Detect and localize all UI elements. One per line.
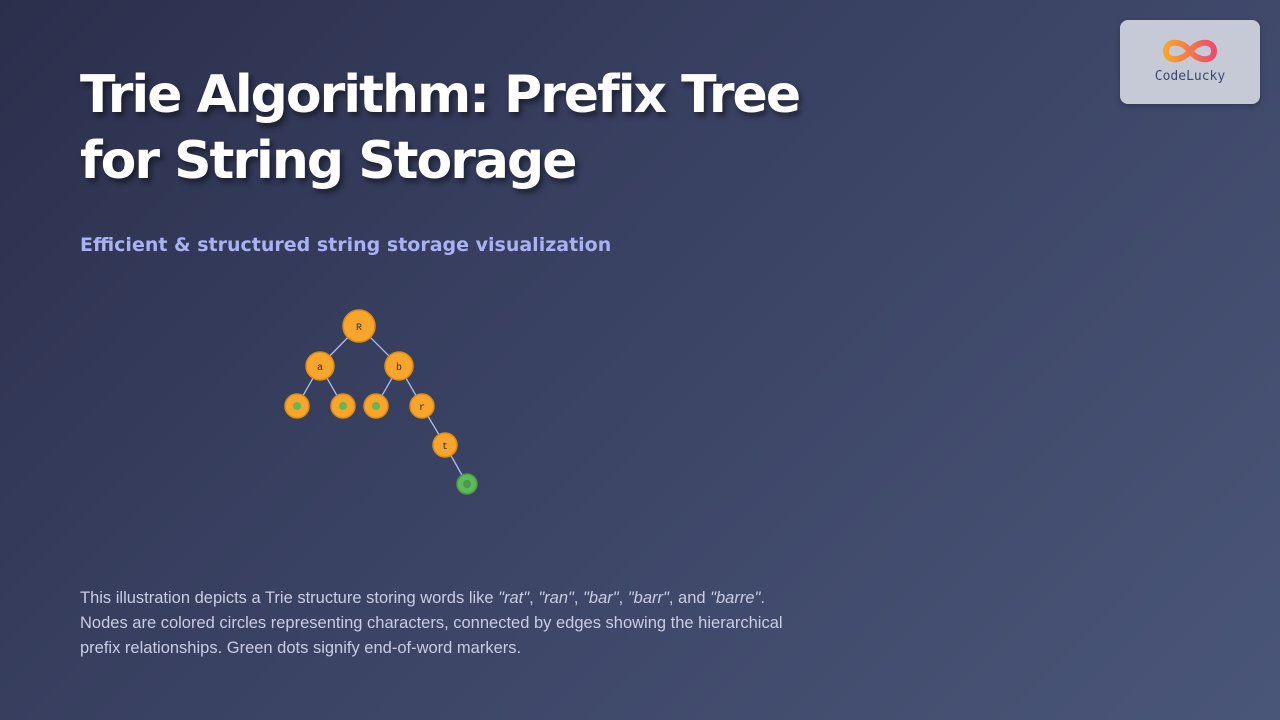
- word-barre: "barre": [710, 589, 761, 607]
- separator: ,: [529, 589, 539, 607]
- end-marker-dot: [293, 402, 301, 410]
- logo-card[interactable]: CodeLucky: [1120, 20, 1260, 104]
- end-marker-dot: [339, 402, 347, 410]
- separator: , and: [668, 589, 711, 607]
- node-label-r: r: [419, 403, 425, 414]
- description-text: This illustration depicts a Trie structu…: [80, 586, 800, 661]
- separator: ,: [618, 589, 628, 607]
- page-title: Trie Algorithm: Prefix Tree for String S…: [80, 65, 801, 191]
- trie-node-r: r: [409, 393, 435, 419]
- trie-diagram: R a b r t: [284, 309, 478, 495]
- trie-node-b: b: [384, 351, 414, 381]
- logo-text: CodeLucky: [1154, 69, 1226, 84]
- trie-node-end-4: [456, 473, 478, 495]
- word-barr: "barr": [627, 589, 669, 607]
- node-label-root: R: [356, 323, 362, 334]
- trie-node-root: R: [342, 309, 376, 343]
- word-bar: "bar": [583, 589, 619, 607]
- separator: ,: [573, 589, 584, 607]
- node-label-t: t: [442, 442, 448, 453]
- trie-node-end-1: [284, 393, 310, 419]
- word-ran: "ran": [538, 589, 574, 607]
- node-label-a: a: [317, 363, 323, 374]
- trie-node-end-3: [363, 393, 389, 419]
- word-rat: "rat": [498, 589, 530, 607]
- trie-node-end-2: [330, 393, 356, 419]
- description-intro: This illustration depicts a Trie structu…: [80, 589, 499, 607]
- end-marker-dot: [463, 480, 471, 488]
- end-marker-dot: [372, 402, 380, 410]
- page-subtitle: Efficient & structured string storage vi…: [80, 234, 612, 256]
- node-label-b: b: [396, 362, 402, 374]
- infinity-icon: [1162, 39, 1218, 63]
- description-rest: Nodes are colored circles representing c…: [80, 614, 783, 657]
- period: .: [760, 589, 765, 607]
- trie-node-t: t: [432, 432, 458, 458]
- trie-node-a: a: [305, 351, 335, 381]
